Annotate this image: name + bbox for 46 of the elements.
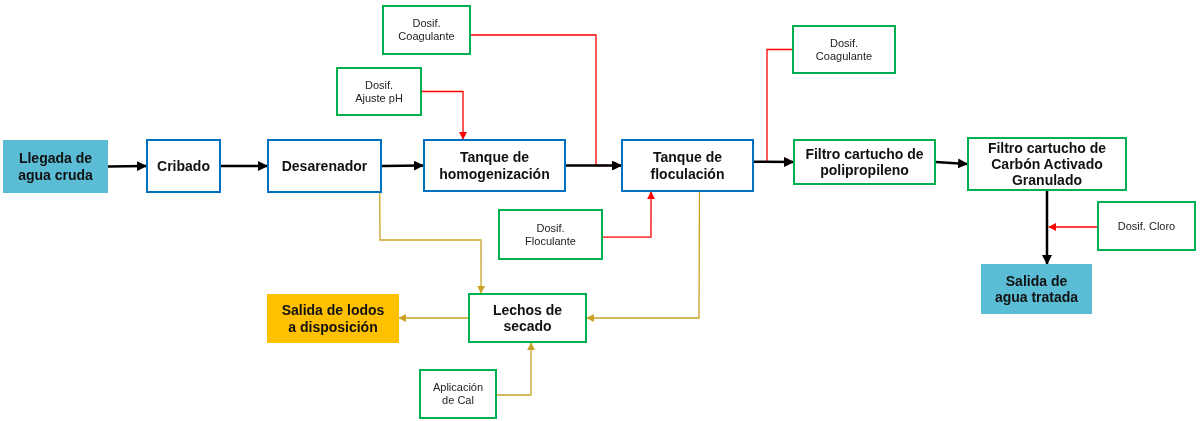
arrow [754, 156, 794, 167]
node-label: Dosif. Coagulante [814, 36, 874, 63]
node-label: Dosif. Coagulante [397, 17, 456, 43]
node-label: Salida de lodos a disposición [280, 302, 386, 335]
sludge-outlet-box [267, 294, 399, 343]
arrow [496, 342, 536, 396]
arrow [566, 160, 622, 171]
node-label: Tanque de homogenización [438, 149, 551, 182]
node-label: Filtro cartucho de polipropileno [804, 145, 925, 179]
arrow [1042, 191, 1053, 265]
dosing-box [792, 25, 896, 74]
dosing-box [419, 369, 497, 419]
outlet-box [981, 264, 1092, 314]
process-box [267, 139, 382, 193]
dosing-box [382, 5, 471, 55]
filter-box [793, 139, 936, 185]
process-box [146, 139, 221, 193]
arrow [398, 314, 469, 322]
node-label: Desarenador [281, 157, 368, 175]
node-label: Filtro cartucho de Carbón Activado Granulado [986, 139, 1108, 189]
arrow [108, 161, 147, 172]
process-box [468, 293, 587, 343]
node-label: Tanque de floculación [649, 149, 726, 182]
process-box [621, 139, 754, 192]
process-box [423, 139, 566, 192]
node-label: Dosif. Cloro [1117, 219, 1176, 233]
node-label: Llegada de agua cruda [17, 150, 94, 183]
arrow [935, 158, 968, 169]
arrow [602, 191, 656, 238]
node-label: Dosif. Floculante [524, 221, 577, 248]
node-label: Lechos de secado [491, 301, 564, 335]
arrow [1048, 223, 1098, 231]
inlet-box [3, 140, 108, 193]
arrow [382, 160, 424, 171]
arrow [421, 90, 468, 140]
arrow [586, 191, 701, 322]
node-label: Salida de agua tratada [993, 272, 1080, 306]
node-label: Dosif. Ajuste pH [354, 78, 404, 105]
dosing-box [1097, 201, 1196, 251]
dosing-box [336, 67, 422, 116]
node-label: Aplicación de Cal [431, 381, 485, 407]
dosing-box [498, 209, 603, 260]
arrow [221, 161, 268, 171]
filter-box [967, 137, 1127, 191]
arrow [379, 192, 486, 294]
node-label: Cribado [157, 157, 210, 175]
